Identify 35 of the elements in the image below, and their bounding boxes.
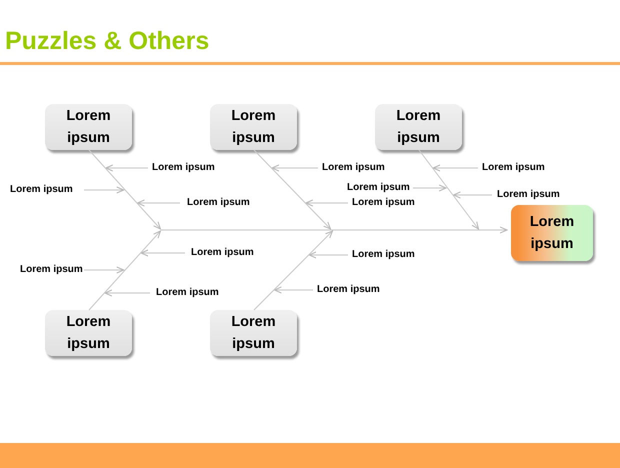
cause-label: Lorem ipsum — [187, 196, 250, 210]
pointer-arrow — [305, 200, 348, 206]
cause-label: Lorem ipsum — [191, 246, 254, 260]
effect-box: Lorem ipsum — [511, 205, 593, 261]
pointer-arrow — [136, 200, 180, 206]
cause-label: Lorem ipsum — [347, 181, 410, 195]
pointer-arrow — [452, 192, 492, 198]
pointer-arrow — [84, 186, 124, 194]
cause-label: Lorem ipsum — [156, 286, 219, 300]
cause-label: Lorem ipsum — [352, 248, 415, 262]
bone-line — [418, 150, 478, 229]
cause-label: Lorem ipsum — [10, 183, 73, 197]
pointer-arrow — [271, 164, 318, 172]
page-title: Puzzles & Others — [5, 27, 210, 56]
pointer-arrow — [140, 250, 186, 256]
category-box: Lorem ipsum — [210, 104, 297, 150]
cause-label: Lorem ipsum — [482, 161, 545, 175]
pointer-arrow — [274, 286, 314, 294]
cause-label: Lorem ipsum — [322, 161, 385, 175]
pointer-arrow — [104, 290, 150, 296]
category-box: Lorem ipsum — [45, 104, 132, 150]
category-box: Lorem ipsum — [45, 310, 132, 356]
pointer-arrow — [432, 164, 478, 172]
cause-label: Lorem ipsum — [317, 283, 380, 297]
cause-label: Lorem ipsum — [20, 263, 83, 277]
pointer-arrow — [105, 164, 148, 172]
pointer-arrow — [308, 252, 348, 258]
category-box: Lorem ipsum — [210, 310, 297, 356]
cause-label: Lorem ipsum — [152, 161, 215, 175]
pointer-arrow — [84, 266, 124, 274]
category-box: Lorem ipsum — [375, 104, 462, 150]
pointer-arrow — [412, 184, 447, 192]
cause-label: Lorem ipsum — [497, 188, 560, 202]
cause-label: Lorem ipsum — [352, 196, 415, 210]
spine-arrow — [160, 226, 508, 234]
